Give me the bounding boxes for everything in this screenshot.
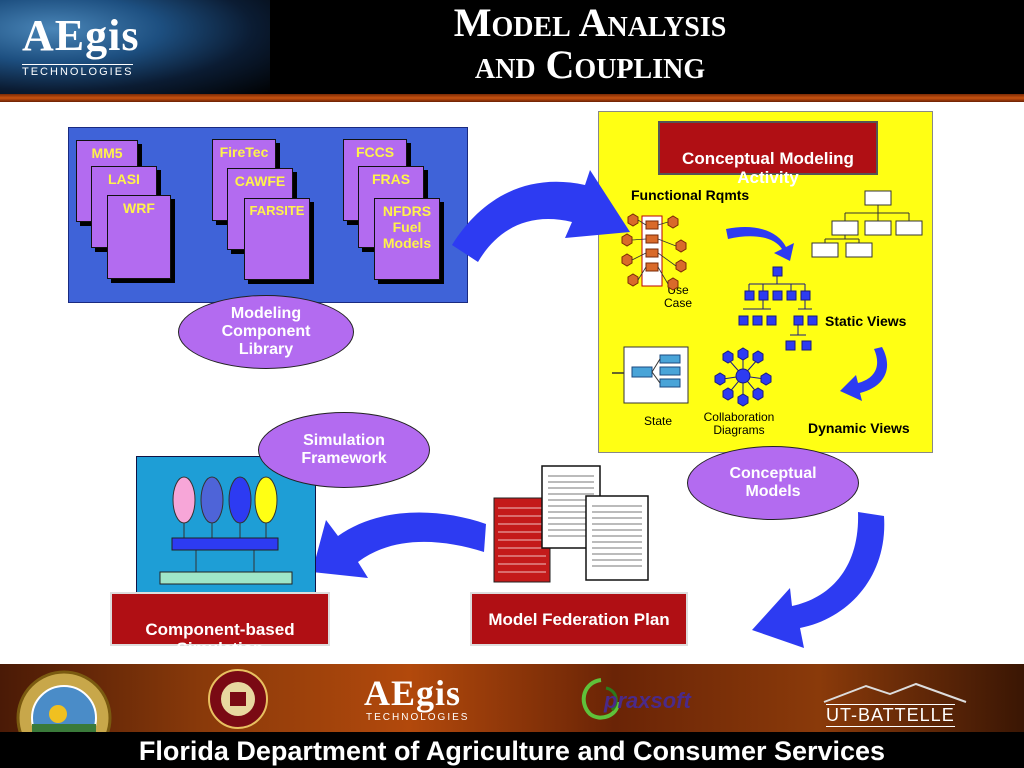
framework-bus [171, 537, 279, 551]
slide-title-line1: Model Analysis [453, 0, 727, 45]
component-pink [172, 476, 196, 524]
collaboration-diagrams-label: Collaboration Diagrams [703, 410, 775, 437]
text-document-icon [585, 495, 649, 581]
doc-label: NFDRS Fuel Models [382, 203, 432, 251]
simulation-framework-graphic [159, 476, 293, 585]
arrow-federation-to-simulation [312, 512, 486, 578]
flow-arrow-small-2 [840, 347, 888, 401]
doc-label: LASI [108, 171, 140, 187]
arrow-library-to-conceptual [452, 170, 630, 262]
slide-title-line2: and Coupling [474, 42, 706, 87]
model-federation-plan-label: Model Federation Plan [470, 592, 688, 646]
conceptual-diagram-graphics [612, 190, 923, 407]
doc-label: FireTec [219, 144, 269, 160]
footer-text-band [0, 732, 1024, 768]
state-diagram-icon [612, 346, 689, 404]
label-text: Model Federation Plan [488, 610, 670, 629]
component-yellow [254, 476, 278, 524]
header-stripe [0, 94, 1024, 102]
ellipse-label: Modeling Component Library [221, 305, 311, 358]
slide-title: Model Analysis and Coupling [330, 2, 850, 86]
component-based-simulation-label: Component-based Simulation [110, 592, 330, 658]
static-views-label: Static Views [825, 313, 907, 329]
footer-aegis-logo: AEgis [364, 673, 462, 713]
state-label: State [643, 414, 673, 428]
federation-documents [493, 465, 649, 583]
praxsoft-logo: praxsoft [604, 688, 691, 713]
framework-base [159, 571, 293, 585]
ut-battelle-logo: UT-BATTELLE [826, 704, 955, 727]
doc-farsite: FARSITE [244, 198, 310, 280]
ellipse-label: Conceptual Models [729, 465, 817, 500]
modeling-component-library-ellipse: Modeling Component Library [178, 295, 354, 369]
doc-nfdrs: NFDRS Fuel Models [374, 198, 440, 280]
label-text: Component-based Simulation [145, 620, 295, 658]
collaboration-diagram-icon [714, 347, 772, 407]
static-view-hierarchy-icon [738, 266, 818, 351]
fsu-seal [208, 669, 268, 729]
footer-organization-name: Florida Department of Agriculture and Co… [138, 736, 886, 766]
praxsoft-swirl-icon [581, 678, 620, 720]
use-case-diagram-icon [621, 213, 687, 291]
doc-label: CAWFE [234, 173, 286, 189]
red-document-icon [493, 497, 551, 583]
org-chart-icon [811, 190, 923, 258]
simulation-panel [136, 456, 316, 594]
doc-label: FRAS [371, 171, 411, 187]
arrow-conceptual-to-federation [752, 512, 885, 648]
aegis-logo: AEgis [22, 11, 140, 60]
doc-label: FARSITE [249, 203, 305, 218]
doc-label: FCCS [355, 144, 395, 160]
ut-battelle-mountain-icon [823, 682, 967, 703]
dynamic-views-label: Dynamic Views [808, 420, 910, 436]
aegis-logo-subtitle: TECHNOLOGIES [22, 64, 134, 78]
component-blue-1 [200, 476, 224, 524]
header-label: Conceptual Modeling Activity [682, 149, 854, 187]
conceptual-modeling-activity-header: Conceptual Modeling Activity [658, 121, 878, 187]
functional-rqmts-label: Functional Rqmts [631, 187, 750, 203]
flow-arrow-small-1 [726, 227, 794, 261]
ellipse-label: Simulation Framework [301, 432, 387, 467]
conceptual-models-ellipse: Conceptual Models [687, 446, 859, 520]
header-globe-graphic [0, 0, 270, 96]
component-blue-2 [228, 476, 252, 524]
doc-label: WRF [123, 200, 155, 216]
simulation-framework-ellipse: Simulation Framework [258, 412, 430, 488]
doc-wrf: WRF [107, 195, 171, 279]
footer-aegis-subtitle: TECHNOLOGIES [366, 712, 470, 723]
doc-label: MM5 [91, 145, 123, 161]
